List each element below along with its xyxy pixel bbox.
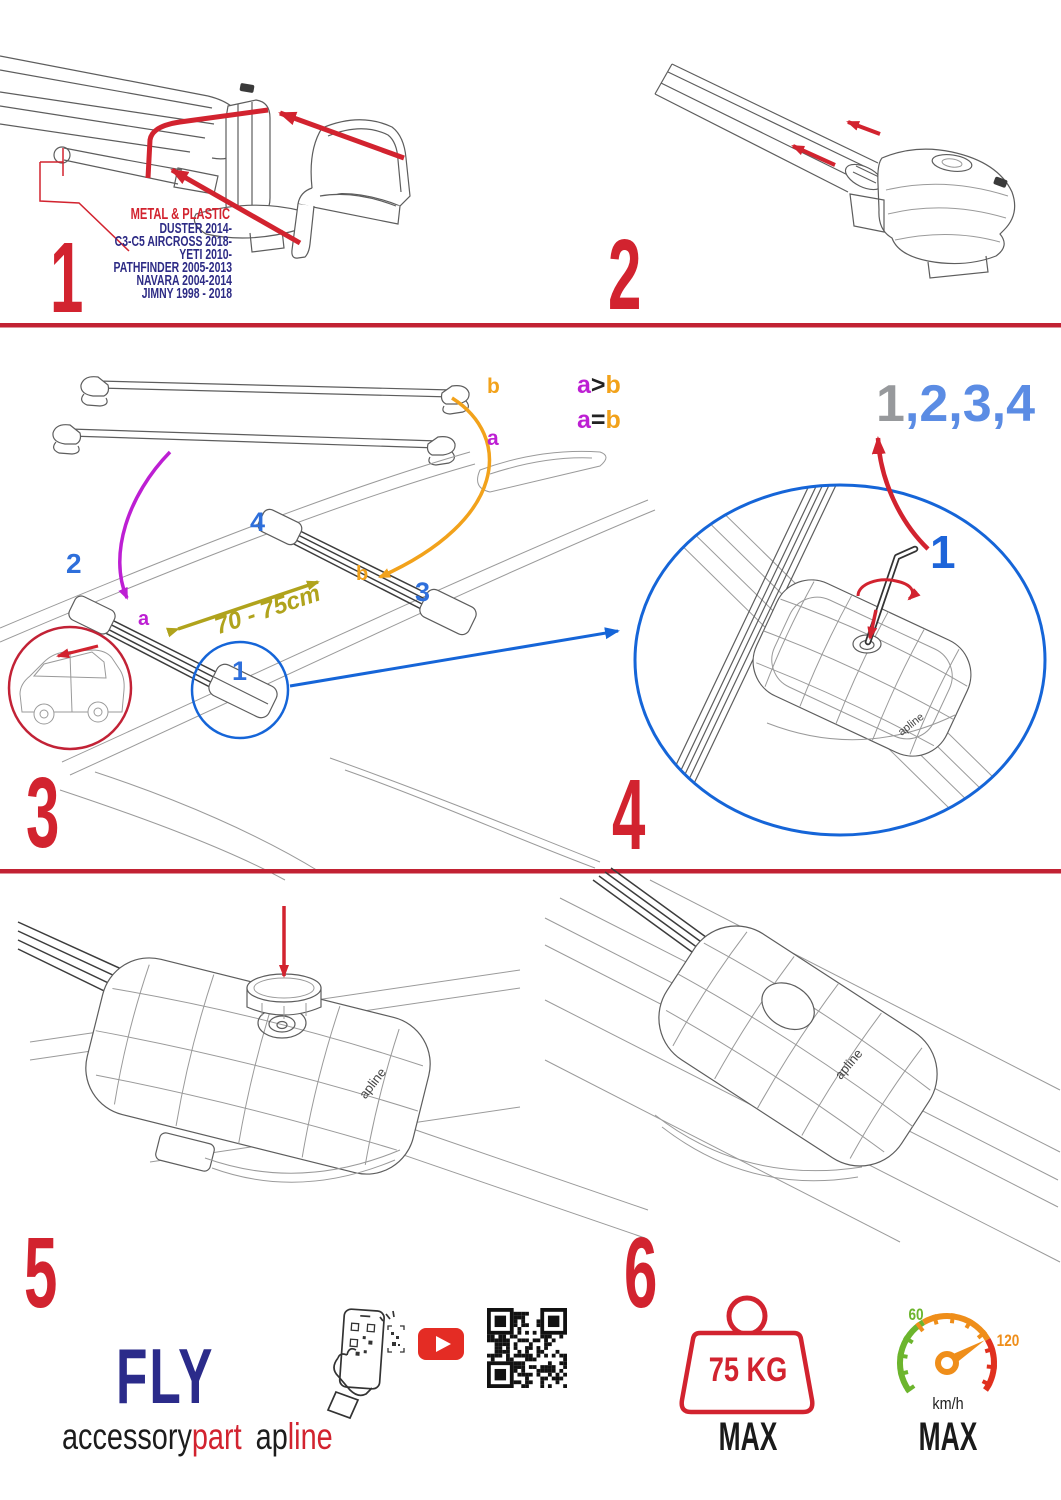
rule-a-gt-b: a>b <box>577 371 621 399</box>
speed-unit: km/h <box>932 1395 963 1413</box>
speedometer-icon <box>896 1313 997 1394</box>
pos-1: 1 <box>232 656 247 686</box>
roof-label-b: b <box>356 563 368 585</box>
weight-max: MAX <box>719 1415 778 1460</box>
weight-limit: 75 KG <box>709 1350 788 1389</box>
svg-text:YETI 2010-: YETI 2010- <box>179 246 232 262</box>
speed-high: 120 <box>997 1332 1020 1351</box>
pos-3: 3 <box>415 577 430 607</box>
speed-max: MAX <box>919 1415 978 1460</box>
zoom-circle <box>633 483 1047 837</box>
svg-text:PATHFINDER 2005-2013: PATHFINDER 2005-2013 <box>114 259 232 275</box>
youtube-icon <box>418 1328 464 1360</box>
apline-stamp <box>993 176 1008 188</box>
material-label: METAL & PLASTIC <box>131 205 231 222</box>
bar-label-b: b <box>487 375 500 398</box>
model-list: DUSTER 2014- C3-C5 AIRCROSS 2018- YETI 2… <box>114 220 232 301</box>
svg-text:DUSTER 2014-: DUSTER 2014- <box>160 220 232 236</box>
detail-circle <box>190 640 290 740</box>
step-1: 1 <box>50 222 83 334</box>
step-6: 6 <box>624 1217 657 1329</box>
step-3: 3 <box>26 757 59 869</box>
bar-label-a: a <box>487 427 499 450</box>
product-name: FLY <box>116 1333 214 1420</box>
panel6-illustration <box>544 867 1061 1263</box>
phone-scan-icon <box>326 1308 405 1420</box>
divider-top <box>0 323 1061 328</box>
qr-code <box>487 1308 567 1388</box>
roof-label-a: a <box>138 608 150 630</box>
step-4: 4 <box>612 759 645 871</box>
panel2-illustration <box>654 63 1016 279</box>
svg-text:NAVARA 2004-2014: NAVARA 2004-2014 <box>137 272 232 288</box>
allen-key <box>864 545 919 646</box>
distance-label: 70 - 75cm <box>211 580 323 640</box>
panel4-illustration <box>633 436 1047 837</box>
panel1-illustration <box>0 55 411 259</box>
speed-low: 60 <box>908 1306 923 1325</box>
panel3-illustration <box>0 376 656 881</box>
pos-2: 2 <box>66 548 82 579</box>
callout-line <box>39 148 130 252</box>
panel5-illustration <box>17 906 649 1239</box>
step-2: 2 <box>608 219 641 331</box>
key-step-label: 1 <box>930 526 956 578</box>
apline-stamp <box>239 83 255 93</box>
rule-a-eq-b: a=b <box>577 406 621 434</box>
svg-text:JIMNY 1998 - 2018: JIMNY 1998 - 2018 <box>142 285 232 301</box>
step-5: 5 <box>24 1217 57 1329</box>
tighten-sequence: 1,2,3,4 <box>876 375 1035 433</box>
car-direction-icon <box>7 625 133 751</box>
divider-bottom <box>0 869 1061 874</box>
pos-4: 4 <box>250 507 265 537</box>
weight-icon <box>679 1295 815 1415</box>
svg-text:C3-C5 AIRCROSS 2018-: C3-C5 AIRCROSS 2018- <box>115 233 232 249</box>
